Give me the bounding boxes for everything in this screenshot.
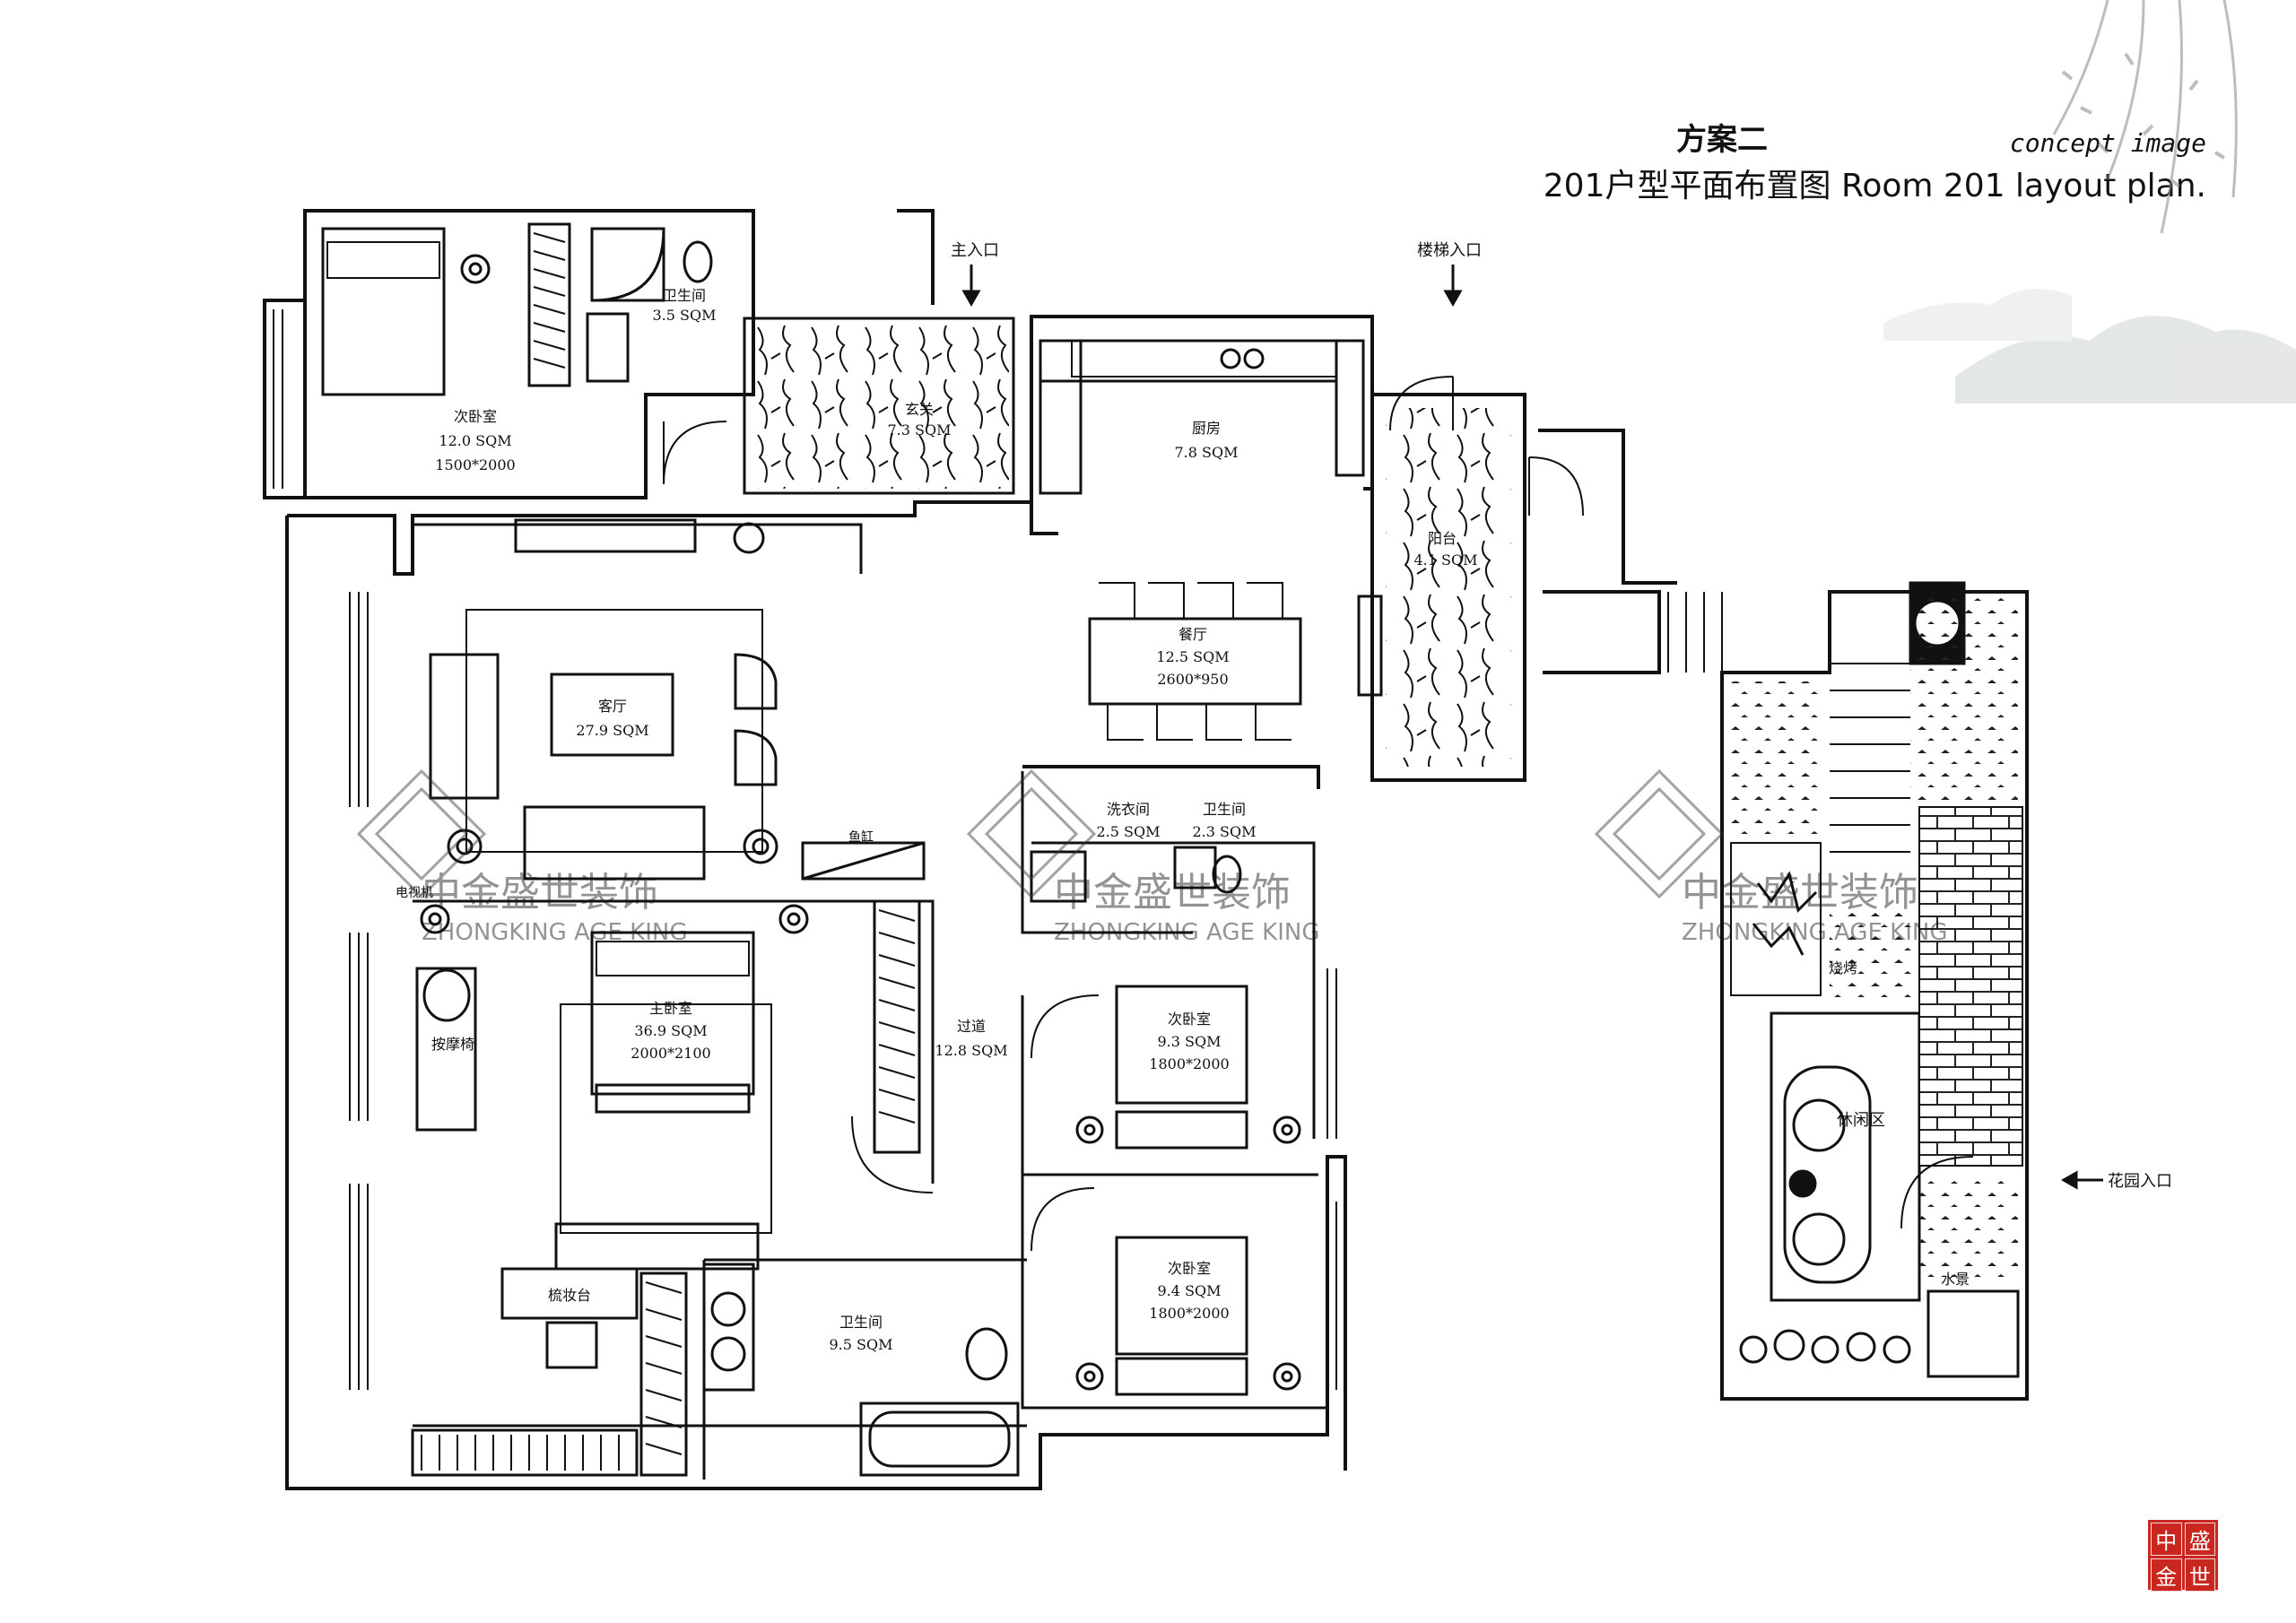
seal-char-3: 金 [2151,1558,2182,1592]
entrance-arrows [961,265,2103,1190]
seal-char-2: 盛 [2184,1523,2215,1556]
watermarks: 中金盛世装饰 ZHONGKING AGE KING 中金盛世装饰 ZHONGKI… [356,768,1948,946]
room-bath-small-area: 2.3 SQM [1193,823,1257,840]
garden-planting-west [1731,681,1821,843]
room-dining-table: 2600*950 [1157,671,1228,688]
foyer-marble-floor [749,323,1009,489]
room-corridor-area: 12.8 SQM [935,1042,1007,1059]
room-master-area: 36.9 SQM [634,1022,707,1039]
room-balcony-name: 阳台 [1428,530,1457,547]
watermark-en-3: ZHONGKING AGE KING [1682,919,1948,946]
room-foyer-name: 玄关 [905,401,934,418]
room-bedroom-e1-name: 次卧室 [1168,1011,1211,1028]
garden-plant-bed [1730,842,1822,996]
garden-stairs [1667,592,1910,853]
garden-bbq-area [1830,910,1915,1000]
room-corridor-name: 过道 [957,1018,986,1035]
label-leisure-area: 休闲区 [1837,1111,1885,1130]
room-bath-master-name: 卫生间 [839,1314,883,1331]
seal-char-4: 世 [2184,1558,2215,1592]
room-laundry-area: 2.5 SQM [1097,823,1161,840]
label-stair-entrance: 楼梯入口 [1417,241,1482,260]
room-bedroom-nw-name: 次卧室 [454,408,497,425]
label-garden-entrance: 花园入口 [2108,1172,2172,1191]
room-living-name: 客厅 [598,698,627,715]
label-main-entrance: 主入口 [951,241,999,260]
room-bedroom-e1-bed: 1800*2000 [1149,1055,1229,1072]
room-dining-name: 餐厅 [1178,626,1207,643]
room-bath-nw-name: 卫生间 [663,287,706,304]
room-bedroom-e2-name: 次卧室 [1168,1260,1211,1277]
watermark-en-2: ZHONGKING AGE KING [1054,919,1320,946]
garden-plant-shrubs [1752,871,1818,956]
room-bedroom-nw-bed: 1500*2000 [435,456,515,473]
label-fish-tank: 鱼缸 [848,829,874,845]
room-kitchen-name: 厨房 [1192,420,1221,437]
company-seal: 中 盛 金 世 [2148,1520,2218,1592]
balcony-marble-floor [1386,408,1511,767]
room-living-area: 27.9 SQM [576,722,648,739]
plan-title: 201户型平面布置图 Room 201 layout plan. [1543,168,2206,204]
watermark-cn-3: 中金盛世装饰 [1682,870,1918,916]
room-master-bed: 2000*2100 [631,1045,710,1062]
room-dining-area: 12.5 SQM [1156,648,1229,665]
room-bath-small-name: 卫生间 [1203,801,1246,818]
label-vanity: 梳妆台 [548,1287,591,1304]
scheme-title: 方案二 [1676,122,1768,158]
watermark-cn-1: 中金盛世装饰 [422,870,658,916]
watermark-cn-2: 中金盛世装饰 [1054,870,1291,916]
room-bath-master-area: 9.5 SQM [830,1336,893,1353]
label-massage-chair: 按摩椅 [431,1036,474,1053]
garden-planting-north [1910,592,2018,807]
walls [263,209,2029,1490]
room-balcony-area: 4.1 SQM [1414,551,1478,568]
seal-char-1: 中 [2151,1523,2182,1556]
room-bedroom-e2-bed: 1800*2000 [1149,1305,1229,1322]
garden-bottom-plants [1739,1329,1911,1364]
room-kitchen-area: 7.8 SQM [1175,444,1239,461]
room-bedroom-nw-area: 12.0 SQM [439,432,511,449]
room-bath-nw-area: 3.5 SQM [653,307,717,324]
concept-image-label: concept image [2009,128,2206,158]
room-foyer-area: 7.3 SQM [888,421,952,438]
label-bbq: 烧烤 [1829,959,1857,976]
garden-brick-path [1918,806,2023,1167]
room-bedroom-e2-area: 9.4 SQM [1158,1282,1222,1299]
room-master-name: 主卧室 [649,1000,692,1017]
landscape-decoration [1883,0,2296,404]
garden-planting-east [1919,1175,2018,1282]
doors [663,376,1974,1252]
label-tv: 电视机 [396,886,433,900]
watermark-en-1: ZHONGKING AGE KING [422,919,688,946]
room-bedroom-e1-area: 9.3 SQM [1158,1033,1222,1050]
label-water-feature: 水景 [1941,1271,1970,1288]
room-laundry-name: 洗衣间 [1107,801,1150,818]
